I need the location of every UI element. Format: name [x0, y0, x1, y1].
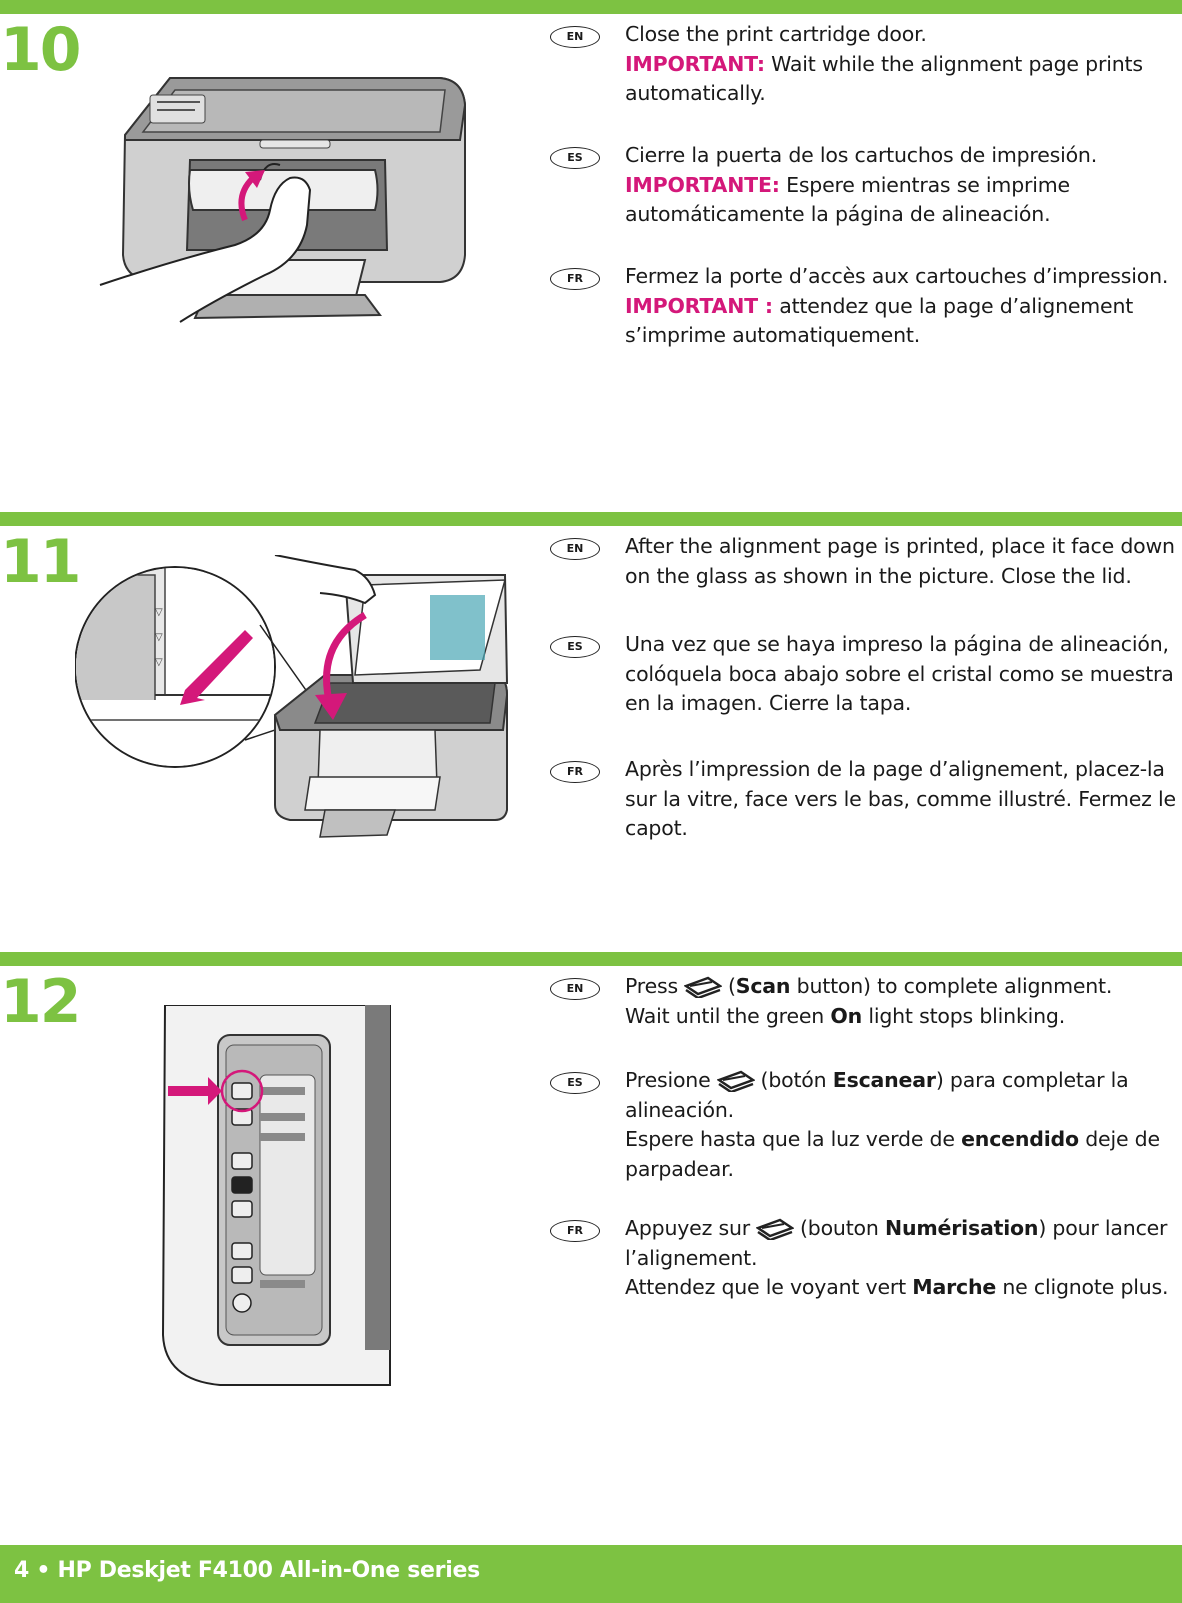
step-number-12: 12 [0, 967, 81, 1037]
printer-close-door-illustration [99, 77, 467, 323]
step-10-es-rest: Espere mientras se imprime automáticamen… [625, 172, 1070, 227]
step-12-fr-open: (bouton [799, 1216, 886, 1240]
step-12-es-post: ) para completar la alineación. [625, 1068, 1129, 1122]
lang-badge-en: EN [550, 538, 600, 560]
step-12-es-wait: Espere hasta que la luz verde de [625, 1127, 962, 1151]
page-footer: 4 • HP Deskjet F4100 All-in-One series [0, 1545, 1182, 1603]
lang-badge-es: ES [550, 147, 600, 169]
step-10-es-important-label: IMPORTANTE: [625, 172, 780, 197]
place-page-on-glass-illustration: ▽ ▽ ▽ [75, 555, 509, 838]
svg-text:▽: ▽ [155, 632, 163, 643]
step-10-text-es: Cierre la puerta de los cartuchos de imp… [625, 141, 1180, 230]
step-11-text-fr: Après l’impression de la page d’aligneme… [625, 757, 1176, 840]
step-12-en-wait: Wait until the green [625, 1003, 831, 1028]
step-12-text-fr: Appuyez sur (bouton Numérisation) pour la… [625, 1214, 1180, 1303]
svg-text:▽: ▽ [155, 657, 163, 668]
step-12-text-es: Presione (botón Escanear) para completar … [625, 1066, 1180, 1184]
step-11-text-en: After the alignment page is printed, pla… [625, 534, 1175, 588]
step-11-text-es: Una vez que se haya impreso la página de… [625, 632, 1174, 715]
step-12-fr-on-bold: Marche [912, 1275, 997, 1299]
scan-button-icon [683, 976, 722, 998]
step-12-es-scan-bold: Escanear [832, 1068, 936, 1092]
step-10-en-important-label: IMPORTANT: [625, 51, 765, 76]
step-12-es-wait-end: deje de parpadear. [625, 1127, 1160, 1181]
step-12-en-wait-end: light stops blinking. [862, 1003, 1066, 1028]
step-12-es-on-bold: encendido [961, 1127, 1079, 1151]
step-10-fr-rest: attendez que la page d’alignement s’impr… [625, 293, 1134, 348]
step-number-10: 10 [0, 15, 81, 85]
step-12-fr-press: Appuyez sur [625, 1216, 750, 1240]
step-10-text-en: Close the print cartridge door. IMPORTAN… [625, 20, 1180, 109]
step-10-en-line1: Close the print cartridge door. [625, 22, 927, 46]
control-panel-scan-button-illustration [161, 1005, 391, 1386]
scan-button-icon [755, 1218, 794, 1240]
step-10-fr-line1: Fermez la porte d’accès aux cartouches d… [625, 264, 1169, 288]
step-12-es-press: Presione [625, 1068, 711, 1092]
lang-badge-en: EN [550, 978, 600, 1000]
step-12-green-bar [0, 952, 1182, 966]
step-12-en-post: button) to complete alignment. [790, 974, 1113, 998]
lang-badge-es: ES [550, 636, 600, 658]
step-10-en-rest: Wait while the alignment page prints aut… [625, 51, 1143, 106]
step-12-text-en: Press (Scan button) to complete alignment… [625, 972, 1180, 1031]
scan-button-icon [716, 1070, 755, 1092]
lang-badge-fr: FR [550, 268, 600, 290]
step-12-en-on-bold: On [830, 1003, 863, 1028]
step-12-fr-wait-end: ne clignote plus. [996, 1275, 1169, 1299]
step-11-green-bar [0, 512, 1182, 526]
lang-badge-fr: FR [550, 761, 600, 783]
svg-text:▽: ▽ [155, 607, 163, 618]
step-10-es-line1: Cierre la puerta de los cartuchos de imp… [625, 143, 1098, 167]
step-12-es-open: (botón [760, 1068, 833, 1092]
step-12-fr-wait: Attendez que le voyant vert [625, 1275, 913, 1299]
step-number-11: 11 [0, 527, 81, 597]
step-12-en-open: ( [727, 974, 736, 998]
footer-text: 4 • HP Deskjet F4100 All-in-One series [14, 1558, 480, 1583]
step-10-fr-important-label: IMPORTANT : [625, 293, 773, 318]
step-12-fr-scan-bold: Numérisation [885, 1216, 1039, 1240]
top-green-bar [0, 0, 1182, 14]
step-10-text-fr: Fermez la porte d’accès aux cartouches d… [625, 262, 1180, 351]
step-12-en-press: Press [625, 974, 678, 998]
step-12-en-scan-bold: Scan [735, 974, 791, 998]
lang-badge-en: EN [550, 26, 600, 48]
lang-badge-fr: FR [550, 1220, 600, 1242]
step-12-fr-post: ) pour lancer l’alignement. [625, 1216, 1168, 1270]
lang-badge-es: ES [550, 1072, 600, 1094]
